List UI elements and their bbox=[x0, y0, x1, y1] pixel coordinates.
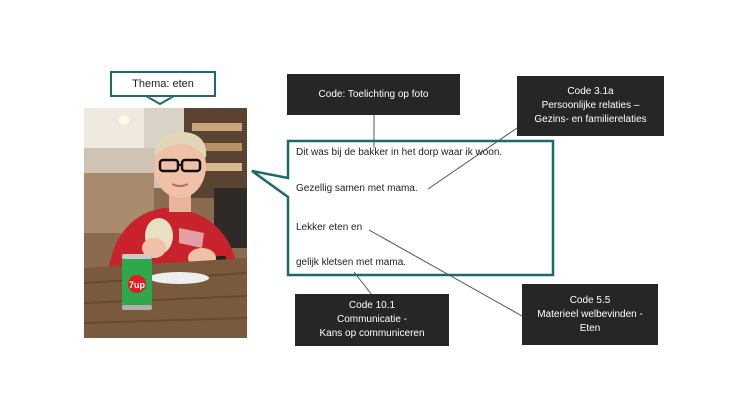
code-title: Code 10.1 bbox=[348, 300, 396, 311]
photo: 7up bbox=[84, 108, 247, 338]
code-box-3-1a: Code 3.1a Persoonlijke relaties – Gezins… bbox=[517, 76, 664, 136]
code-line: Materieel welbevinden - bbox=[537, 308, 643, 320]
quote-line-4: gelijk kletsen met mama. bbox=[296, 257, 407, 268]
quote-line-1: Dit was bij de bakker in het dorp waar i… bbox=[296, 147, 503, 158]
quote-line-3: Lekker eten en bbox=[296, 222, 363, 233]
code-line: Communicatie - bbox=[336, 314, 408, 325]
theme-pointer bbox=[145, 95, 175, 106]
quote-line-2: Gezellig samen met mama. bbox=[296, 183, 418, 194]
code-line: Gezins- en familierelaties bbox=[534, 114, 647, 125]
code-title: Code 3.1a bbox=[567, 86, 614, 97]
code-box-10-1: Code 10.1 Communicatie - Kans op communi… bbox=[295, 294, 449, 346]
connector-code-5-5 bbox=[368, 229, 523, 317]
code-box-5-5: Code 5.5 Materieel welbevinden - Eten bbox=[522, 284, 658, 345]
code-line: Kans op communiceren bbox=[319, 328, 425, 339]
code-line: Eten bbox=[579, 322, 601, 334]
code-box-photo-explanation: Code: Toelichting op foto bbox=[287, 74, 460, 115]
connector-code-3-1a bbox=[427, 125, 521, 190]
code-title: Code 5.5 bbox=[569, 294, 611, 306]
code-line: Persoonlijke relaties – bbox=[541, 100, 640, 111]
theme-label: Thema: eten bbox=[132, 78, 194, 90]
can-label: 7up bbox=[129, 280, 146, 290]
connector-code-10-1 bbox=[353, 271, 373, 296]
code-title: Code: Toelichting op foto bbox=[318, 88, 429, 100]
theme-label-box: Thema: eten bbox=[110, 71, 216, 97]
quote-bubble-outline bbox=[251, 139, 555, 277]
